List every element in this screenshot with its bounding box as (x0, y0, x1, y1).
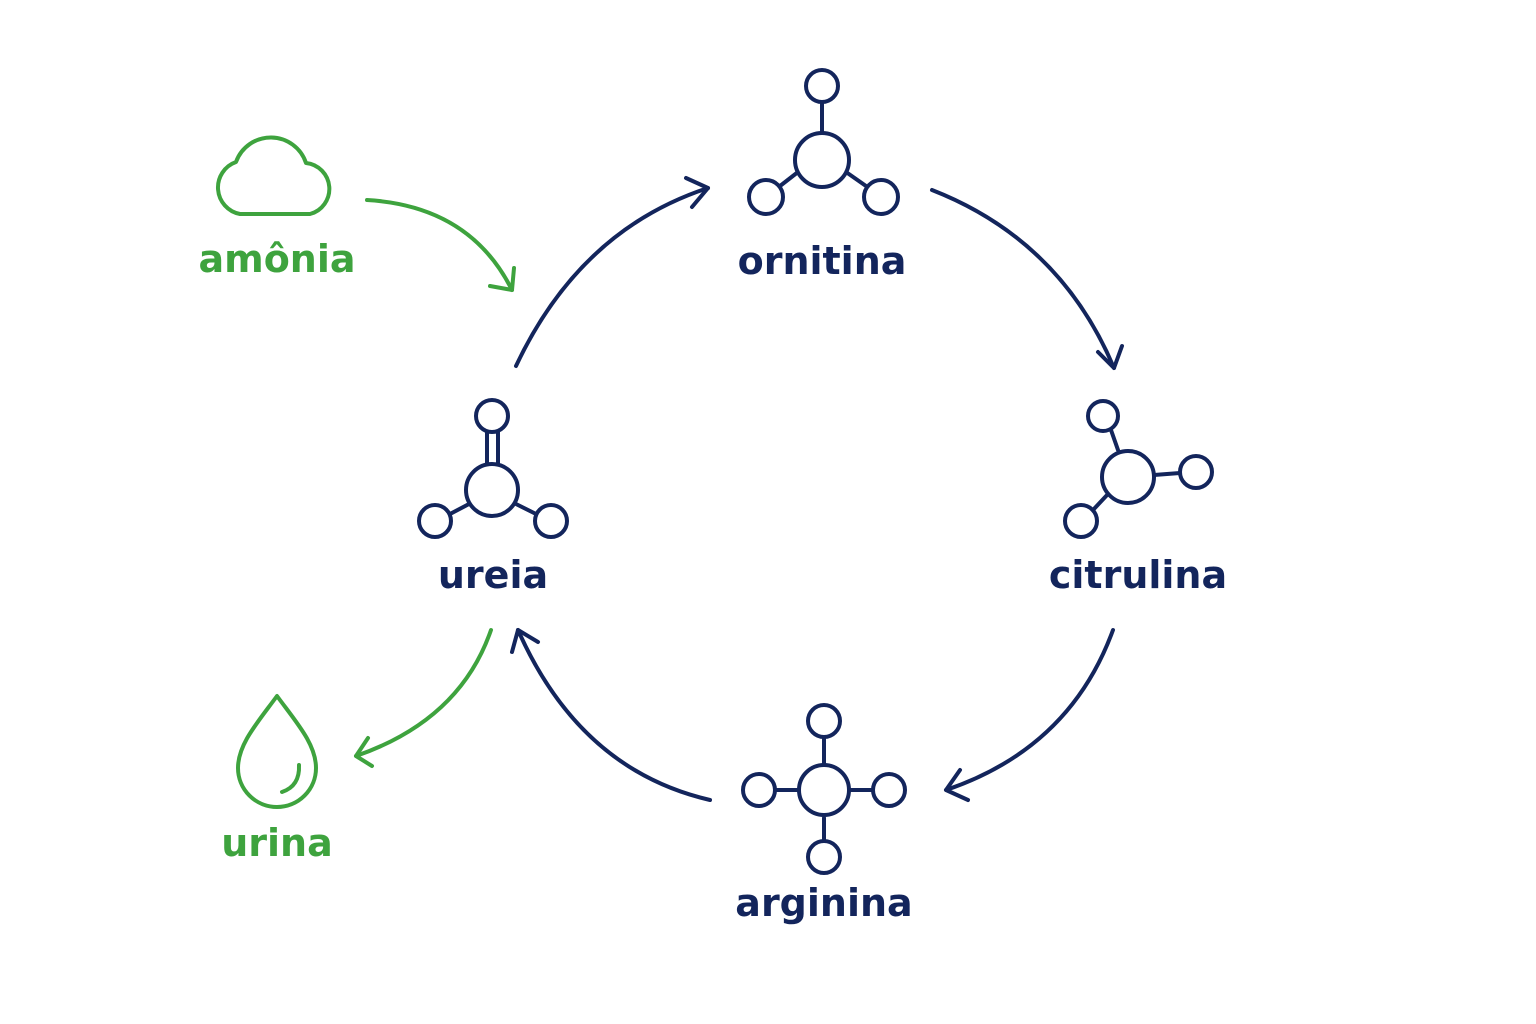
arginina-label: arginina (735, 881, 912, 925)
arrow-amonia-to-cycle (365, 198, 516, 292)
ureia-molecule-icon (417, 398, 569, 539)
arrow-ureia-to-ornitina (514, 176, 710, 368)
citrulina-label: citrulina (1049, 553, 1227, 597)
ornitina-molecule-icon (747, 68, 900, 216)
urina-label: urina (221, 821, 333, 865)
ornitina-label: ornitina (738, 239, 907, 283)
arrow-ornitina-to-citrulina (930, 188, 1124, 370)
cloud-icon (215, 135, 332, 216)
amonia-label: amônia (198, 237, 355, 281)
arginina-molecule-icon (741, 703, 907, 875)
arrow-citrulina-to-arginina (944, 628, 1115, 802)
citrulina-molecule-icon (1063, 399, 1214, 539)
ureia-label: ureia (438, 553, 548, 597)
arrow-ureia-to-urina (354, 628, 493, 768)
arrow-arginina-to-ureia (510, 628, 712, 802)
droplet-icon (236, 694, 318, 809)
